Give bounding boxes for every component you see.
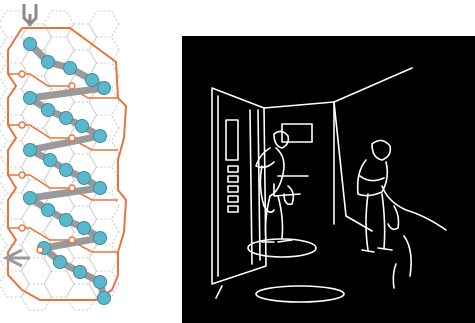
node-marker — [54, 256, 67, 269]
node-marker — [42, 56, 55, 69]
node-marker — [24, 92, 37, 105]
connector-marker — [19, 71, 25, 77]
hex-cell — [89, 37, 119, 63]
hex-cell — [89, 193, 119, 219]
connector-marker — [69, 135, 75, 141]
node-marker — [44, 154, 57, 167]
hex-cell — [44, 11, 74, 37]
hex-cell — [44, 271, 74, 297]
node-link — [30, 88, 104, 98]
node-marker — [98, 292, 111, 305]
node-marker — [42, 204, 55, 217]
person-figure-right — [358, 140, 446, 252]
connector-marker — [19, 122, 25, 128]
node-marker — [76, 120, 89, 133]
connector-marker — [69, 185, 75, 191]
connector-marker — [69, 237, 75, 243]
node-marker — [60, 164, 73, 177]
node-marker — [78, 172, 91, 185]
hex-cell — [89, 245, 119, 271]
node-marker — [24, 38, 37, 51]
node-link — [30, 188, 100, 198]
hex-cell — [89, 11, 119, 37]
hex-layout-diagram — [0, 0, 162, 323]
sketch-svg — [182, 36, 475, 323]
node-marker — [78, 222, 91, 235]
node-marker — [94, 276, 107, 289]
node-marker — [94, 182, 107, 195]
hex-cell — [0, 271, 29, 297]
node-marker — [24, 192, 37, 205]
node-marker — [64, 62, 77, 75]
node-marker — [94, 130, 107, 143]
elevator-sketch — [182, 36, 475, 323]
connector-marker — [37, 247, 43, 253]
node-marker — [98, 82, 111, 95]
hex-cell — [67, 284, 97, 310]
connector-marker — [19, 172, 25, 178]
floor-marker-ellipse — [256, 286, 344, 302]
connector-marker — [19, 225, 25, 231]
node-marker — [86, 74, 99, 87]
hex-cell — [22, 258, 52, 284]
node-marker — [60, 214, 73, 227]
node-marker — [24, 144, 37, 157]
hex-cell — [89, 141, 119, 167]
node-marker — [60, 112, 73, 125]
node-marker — [74, 266, 87, 279]
node-marker — [94, 232, 107, 245]
entry-arrow-icon — [24, 4, 36, 26]
hex-layout-svg — [0, 0, 162, 323]
exit-arrow-icon — [6, 250, 30, 266]
node-marker — [42, 104, 55, 117]
elevator-button-panel — [226, 120, 238, 212]
connector-marker — [69, 83, 75, 89]
